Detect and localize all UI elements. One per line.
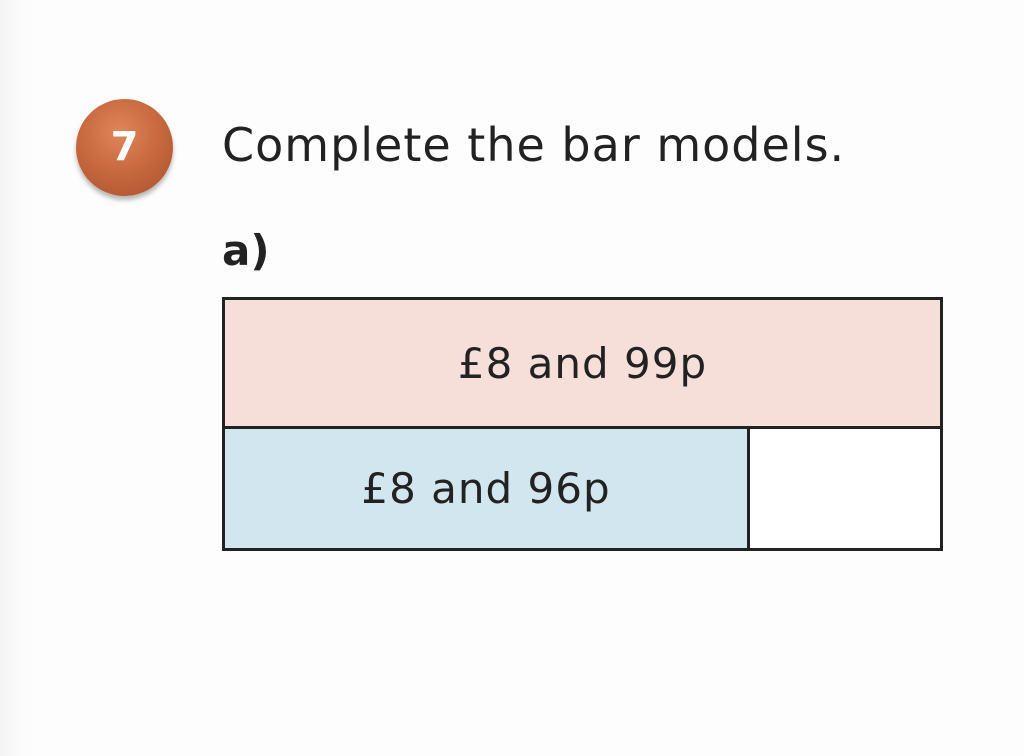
bar-whole: £8 and 99p — [225, 300, 940, 429]
bar-part-unknown-answer-box[interactable] — [750, 429, 940, 548]
question-number-badge: 7 — [76, 99, 173, 196]
part-label: a) — [222, 226, 270, 275]
question-number: 7 — [110, 123, 139, 170]
page-margin — [0, 0, 34, 756]
bar-whole-label: £8 and 99p — [457, 338, 708, 388]
bar-part-known: £8 and 96p — [225, 429, 750, 548]
question-instruction: Complete the bar models. — [222, 118, 846, 172]
bar-model: £8 and 99p £8 and 96p — [222, 297, 943, 551]
bar-part-known-label: £8 and 96p — [361, 464, 611, 513]
